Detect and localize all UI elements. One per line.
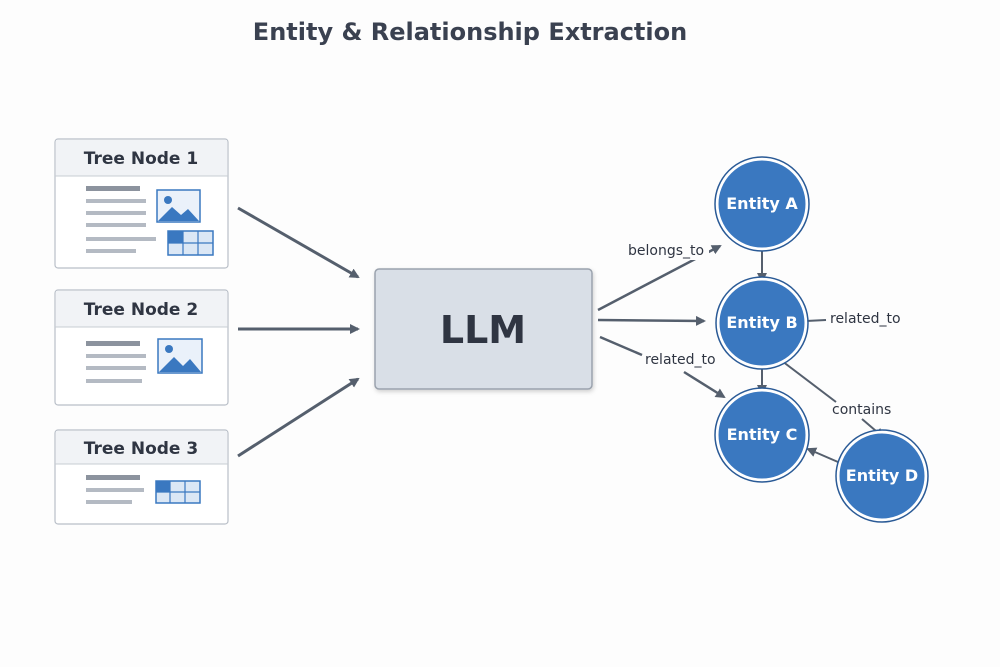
tree-node-2-title: Tree Node 2 xyxy=(84,300,198,320)
tree-node-1-title: Tree Node 1 xyxy=(84,149,198,169)
entity-c-node: Entity C xyxy=(714,387,810,483)
arrow-llm-to-entity-c-seg2 xyxy=(683,370,726,399)
edge-label-contains: contains xyxy=(832,402,891,418)
llm-label: LLM xyxy=(440,308,526,352)
edge-d-to-c xyxy=(806,447,839,463)
edge-label-belongs-to: belongs_to xyxy=(628,243,704,259)
image-icon xyxy=(156,189,201,223)
tree-node-2-card: Tree Node 2 xyxy=(54,289,229,406)
image-icon xyxy=(157,338,203,374)
entity-a-label: Entity A xyxy=(726,194,798,213)
text-lines-icon xyxy=(86,341,146,383)
text-lines-icon xyxy=(86,186,156,253)
entity-c-label: Entity C xyxy=(727,425,798,444)
edge-label-related-to-right: related_to xyxy=(830,311,901,327)
edge-label-related-to-left: related_to xyxy=(645,352,716,368)
arrow-node3-to-llm xyxy=(237,377,360,458)
arrow-node1-to-llm xyxy=(237,206,360,279)
input-arrows xyxy=(237,206,360,458)
diagram-title: Entity & Relationship Extraction xyxy=(252,18,688,46)
tree-node-1-card: Tree Node 1 xyxy=(54,138,229,269)
entity-a-node: Entity A xyxy=(714,156,810,252)
entity-edges xyxy=(757,247,885,463)
table-icon xyxy=(155,480,201,504)
llm-box: LLM xyxy=(374,268,593,390)
arrow-llm-to-entity-b xyxy=(597,315,706,326)
tree-node-3-card: Tree Node 3 xyxy=(54,429,229,525)
edge-b-related-stub xyxy=(805,319,827,322)
entity-b-node: Entity B xyxy=(715,276,809,370)
edge-b-to-d-seg1 xyxy=(781,360,837,403)
arrow-llm-to-entity-c-seg1 xyxy=(599,335,643,357)
entity-d-label: Entity D xyxy=(846,466,918,485)
output-arrows xyxy=(597,244,726,399)
entity-d-node: Entity D xyxy=(835,429,929,523)
tree-node-3-title: Tree Node 3 xyxy=(84,439,198,459)
text-lines-icon xyxy=(86,475,144,504)
entity-b-label: Entity B xyxy=(726,313,797,332)
table-icon xyxy=(167,230,214,256)
